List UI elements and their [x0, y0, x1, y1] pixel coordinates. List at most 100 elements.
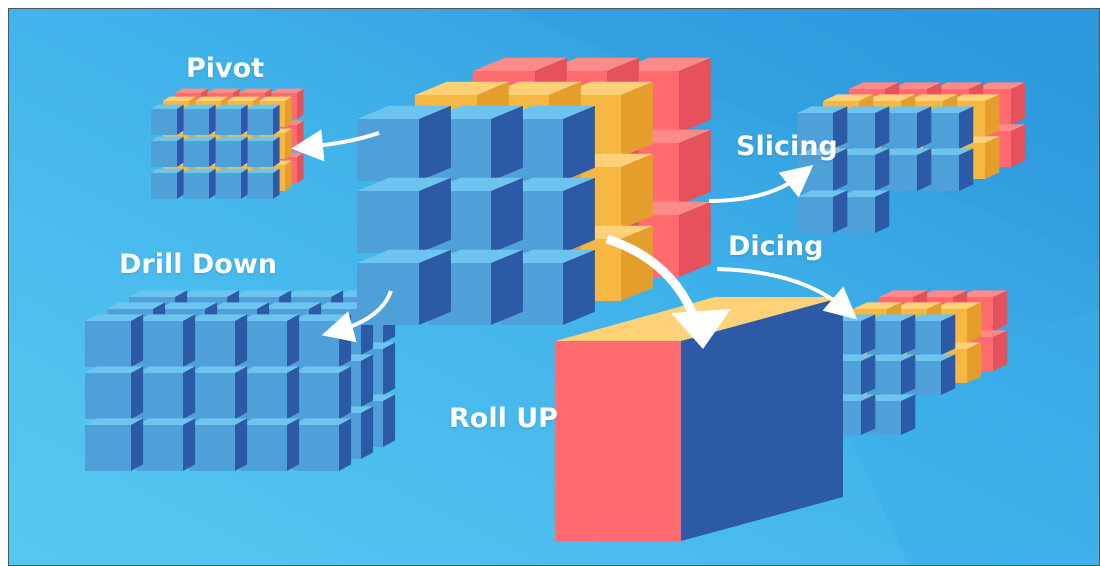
cube-face: [901, 394, 916, 435]
cube-face: [853, 302, 902, 309]
cube-face: [241, 418, 300, 425]
cube-block: [881, 106, 932, 149]
cube-face: [429, 105, 523, 119]
cube-block: [839, 106, 890, 149]
cube-face: [891, 82, 942, 89]
cube-face: [797, 106, 848, 113]
cube-face: [867, 401, 901, 435]
cube-face: [235, 366, 248, 419]
cube-face: [681, 297, 843, 541]
cube-face: [501, 177, 595, 191]
cube-face: [183, 314, 196, 367]
cube-face: [967, 342, 982, 383]
cube-face: [209, 104, 216, 135]
cube-face: [241, 425, 287, 471]
cube-face: [797, 113, 833, 149]
cube-face: [189, 321, 235, 367]
cube-face: [177, 136, 184, 167]
cube-face: [131, 314, 144, 367]
cube-block: [797, 190, 848, 233]
cube-block: [293, 418, 352, 471]
cube-face: [901, 354, 916, 395]
cube-face: [907, 94, 958, 101]
cube-face: [833, 190, 848, 233]
slicing-cube-group: [797, 82, 1026, 233]
cube-face: [189, 314, 248, 321]
cube-block: [183, 104, 216, 135]
cube-face: [357, 191, 419, 253]
cube-face: [137, 314, 196, 321]
cube-face: [875, 190, 890, 233]
cube-block: [247, 168, 280, 199]
cube-block: [151, 168, 184, 199]
cube-face: [357, 249, 451, 263]
cube-block: [357, 105, 451, 181]
cube-face: [833, 106, 848, 149]
cube-face: [241, 314, 300, 321]
cube-face: [183, 109, 209, 135]
cube-face: [85, 321, 131, 367]
cube-face: [361, 406, 374, 459]
cube-face: [491, 105, 523, 181]
cube-face: [189, 425, 235, 471]
cube-block: [247, 104, 280, 135]
cube-face: [151, 168, 184, 173]
cube-face: [85, 373, 131, 419]
source-cube-group: [357, 57, 711, 325]
cube-block: [137, 366, 196, 419]
cube-block: [907, 314, 956, 355]
cube-face: [923, 155, 959, 191]
cube-face: [241, 104, 248, 135]
cube-face: [85, 418, 144, 425]
cube-face: [357, 105, 451, 119]
cube-block: [867, 314, 916, 355]
cube-face: [833, 148, 848, 191]
cube-face: [209, 136, 216, 167]
cube-block: [241, 366, 300, 419]
diagram-frame: Pivot Slicing Dicing Drill Down Roll UP: [8, 8, 1100, 566]
cube-face: [545, 57, 639, 71]
drill-down-label: Drill Down: [119, 249, 278, 280]
cube-face: [993, 290, 1008, 331]
cube-face: [137, 366, 196, 373]
cube-face: [235, 418, 248, 471]
cube-block: [137, 418, 196, 471]
cube-face: [287, 418, 300, 471]
cube-face: [273, 136, 280, 167]
curved-arrow-icon: [671, 309, 731, 349]
cube-face: [233, 290, 292, 297]
cube-face: [959, 148, 974, 191]
cube-face: [473, 57, 567, 71]
cube-face: [881, 106, 932, 113]
cube-face: [919, 290, 968, 297]
cube-block: [839, 190, 890, 233]
cube-face: [617, 57, 711, 71]
cube-face: [555, 341, 681, 541]
cube-face: [893, 302, 942, 309]
cube-face: [215, 173, 241, 199]
cube-face: [839, 155, 875, 191]
cube-face: [679, 57, 711, 133]
cube-block: [923, 148, 974, 191]
cube-face: [907, 354, 956, 361]
cube-face: [985, 136, 1000, 179]
cube-face: [285, 128, 292, 159]
cube-face: [429, 249, 523, 263]
cube-face: [501, 105, 595, 119]
cube-face: [239, 88, 272, 93]
slicing-label: Slicing: [736, 131, 838, 162]
cube-face: [839, 113, 875, 149]
cube-face: [215, 136, 248, 141]
cube-face: [151, 104, 184, 109]
cube-face: [183, 168, 216, 173]
cube-face: [287, 314, 300, 367]
cube-face: [933, 302, 982, 309]
cube-face: [985, 94, 1000, 137]
drill-down-cube-group: [85, 290, 396, 471]
dicing-label: Dicing: [728, 231, 824, 262]
cube-face: [875, 148, 890, 191]
cube-block: [923, 106, 974, 149]
cube-face: [849, 82, 900, 89]
cube-face: [823, 94, 874, 101]
cube-face: [137, 425, 183, 471]
